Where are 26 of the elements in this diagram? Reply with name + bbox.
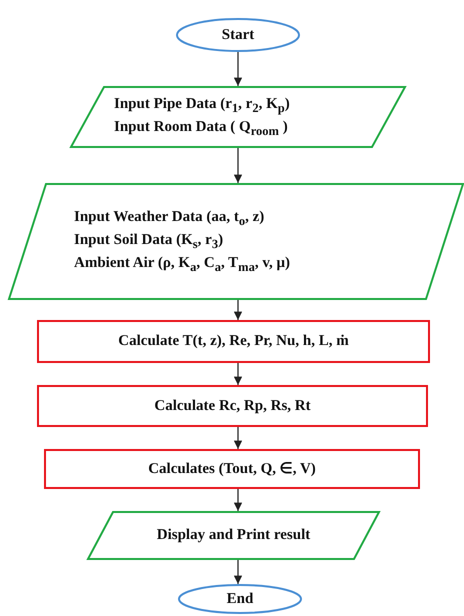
input-output-parallelogram	[70, 86, 406, 148]
arrow	[234, 148, 242, 183]
node-text: Ambient Air (ρ, K$_{a}$, C$_{a}$, T$_{ma}$, v, μ)	[74, 254, 292, 276]
input-output-parallelogram	[87, 511, 380, 560]
arrow	[234, 427, 242, 449]
node-text: Input Room Data ( Q$_{room}$ )	[114, 118, 289, 140]
node-text: End	[226, 590, 254, 609]
terminal-ellipse	[178, 584, 302, 614]
input-output-parallelogram	[8, 183, 464, 300]
arrow	[234, 52, 242, 86]
node-text: Calculate T(t, z), Re, Pr, Nu, h, L, ṁ	[117, 332, 350, 352]
node-text: Start	[220, 26, 256, 45]
process-box	[44, 449, 420, 489]
terminal-ellipse	[176, 18, 300, 52]
node-text: Input Weather Data (aa, t$_{o}$, z)	[74, 208, 266, 230]
process-box	[37, 385, 428, 427]
process-box	[37, 320, 430, 363]
node-text: Calculates (Tout, Q, ∈, V)	[147, 460, 317, 479]
node-text: Calculate Rc, Rp, Rs, Rt	[153, 396, 312, 416]
node-text: Input Soil Data (K$_{s}$, r$_{3}$)	[74, 231, 224, 253]
arrow	[234, 363, 242, 385]
arrow	[234, 560, 242, 584]
node-text: Input Pipe Data (r$_{1}$, r$_{2}$, K$_{p}$)	[114, 95, 291, 117]
node-text: Display and Print result	[156, 526, 312, 546]
arrow	[234, 300, 242, 320]
arrow	[234, 489, 242, 511]
